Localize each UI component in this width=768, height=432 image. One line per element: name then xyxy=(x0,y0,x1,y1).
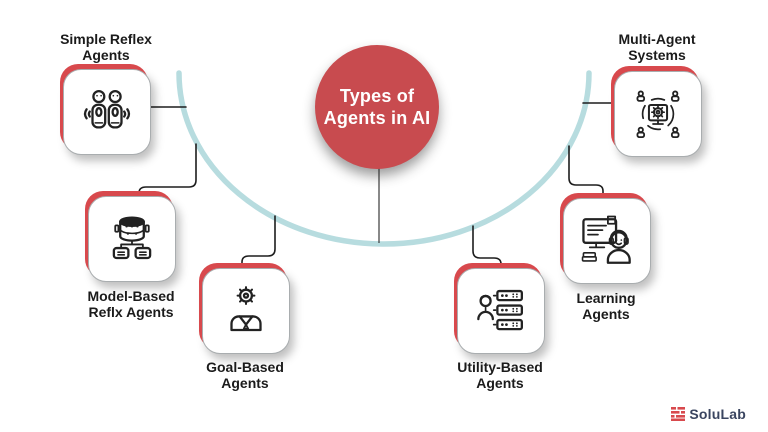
label-line: Systems xyxy=(628,47,686,64)
label-line: Agents xyxy=(476,375,524,392)
card-learning-agents xyxy=(563,198,651,284)
connector-goal-based xyxy=(241,215,276,270)
person-servers-icon xyxy=(472,282,530,340)
label-utility-based-agents: Utility-Based Agents xyxy=(420,359,580,391)
connector-learning xyxy=(568,145,604,200)
card-utility-based-agents xyxy=(457,268,545,354)
label-line: Goal-Based xyxy=(206,359,284,375)
label-line: Learning xyxy=(576,290,636,306)
label-goal-based-agents: Goal-Based Agents xyxy=(165,359,325,391)
label-model-based-reflx-agents: Model-Based Reflx Agents xyxy=(51,288,211,320)
label-line: Multi-Agent xyxy=(618,31,696,47)
brand-name: SoluLab xyxy=(689,406,746,422)
card-simple-reflex-agents xyxy=(63,69,151,155)
label-line: Simple Reflex xyxy=(60,31,152,47)
card-goal-based-agents xyxy=(202,268,290,354)
card-multi-agent-systems xyxy=(614,71,702,157)
hub-arc xyxy=(176,70,592,247)
label-line: Reflx Agents xyxy=(88,304,174,321)
networked-agents-icon xyxy=(629,85,687,143)
connector-model-based xyxy=(138,143,197,198)
card-model-based-reflx-agents xyxy=(88,196,176,282)
label-learning-agents: Learning Agents xyxy=(526,290,686,322)
label-simple-reflex-agents: Simple Reflex Agents xyxy=(26,31,186,63)
two-robots-icon xyxy=(78,83,136,141)
monitor-headset-person-icon xyxy=(578,212,636,270)
central-title-circle: Types of Agents in AI xyxy=(315,45,439,169)
label-line: Agents xyxy=(221,375,269,392)
connector-utility-based xyxy=(472,225,502,270)
title-line-2: Agents in AI xyxy=(323,108,431,128)
gear-businessman-icon xyxy=(217,282,275,340)
label-line: Model-Based xyxy=(87,288,175,304)
label-line: Utility-Based xyxy=(457,359,543,375)
brand-logo: SoluLab xyxy=(671,406,746,422)
database-robot-icon xyxy=(103,210,161,268)
label-line: Agents xyxy=(582,306,630,323)
solulab-logo-icon xyxy=(671,407,686,421)
label-multi-agent-systems: Multi-Agent Systems xyxy=(577,31,737,63)
title-line-1: Types of xyxy=(339,85,415,106)
label-line: Agents xyxy=(82,47,130,64)
